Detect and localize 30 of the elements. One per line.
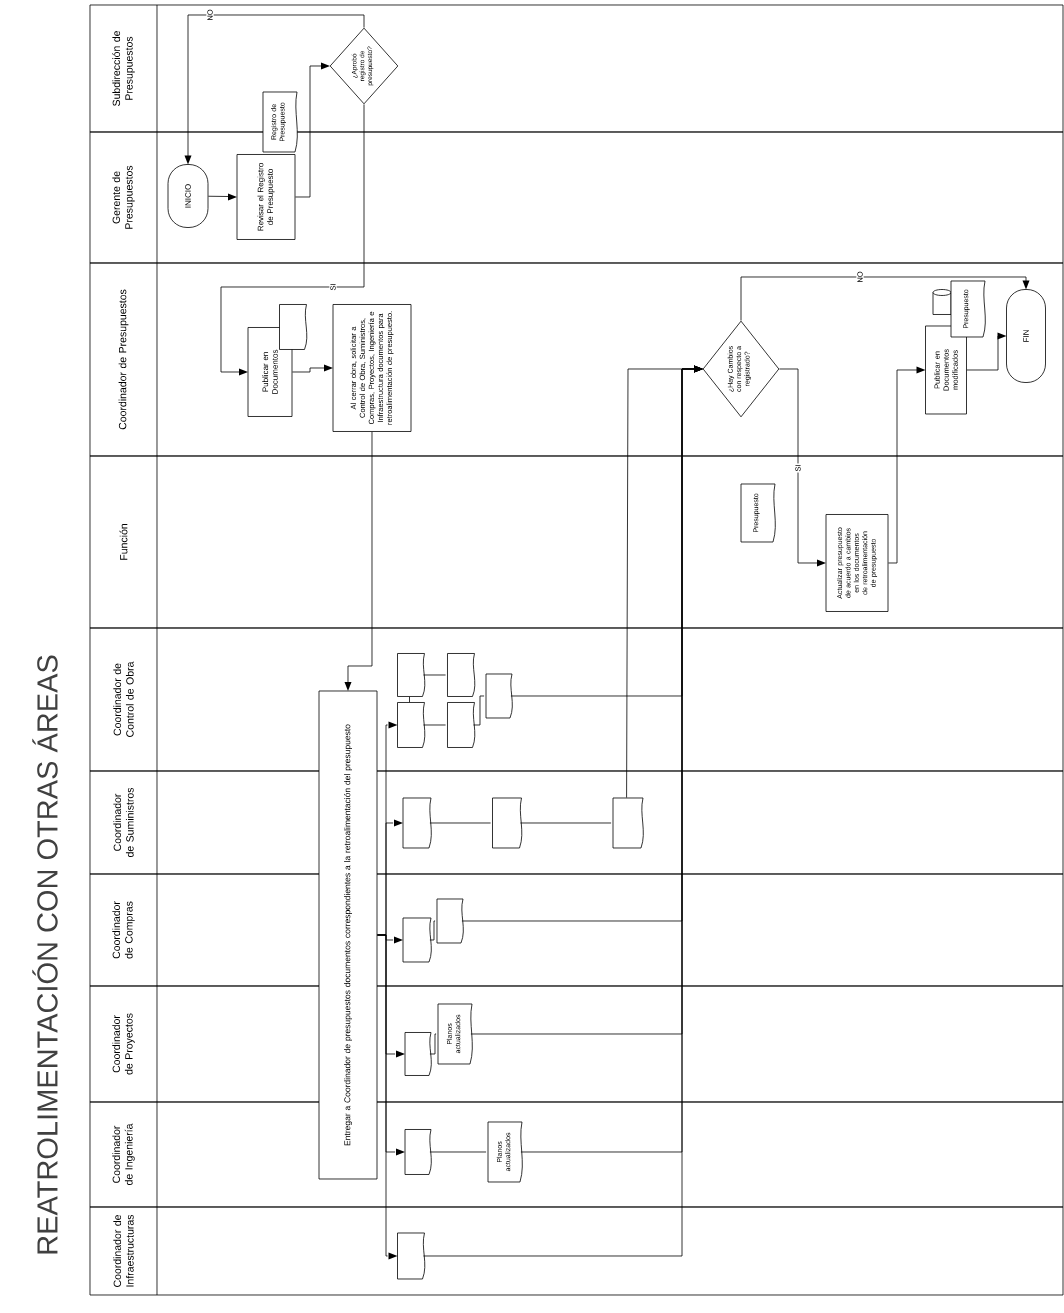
arrow <box>295 62 330 198</box>
document-shape <box>404 1032 432 1076</box>
document-shape <box>404 1129 432 1175</box>
document-shape <box>279 304 308 350</box>
document-shape <box>397 653 426 697</box>
arrow <box>779 368 826 567</box>
arrow <box>220 104 365 376</box>
document-shape <box>436 898 464 944</box>
document-shape <box>447 653 476 697</box>
title: REATROLIMENTACIÓN CON OTRAS ÁREAS <box>32 655 58 1254</box>
arrow <box>888 366 926 564</box>
arrow <box>423 365 703 1257</box>
arrow <box>208 193 237 201</box>
document-shape <box>447 702 476 748</box>
swimlane: Coordinador de Infraestructuras <box>89 1206 1064 1296</box>
document-shape <box>612 797 644 849</box>
document-shape <box>485 673 513 719</box>
arrow <box>184 14 365 165</box>
arrow <box>377 934 398 1260</box>
arrow <box>344 431 373 691</box>
document-shape <box>397 1232 426 1280</box>
arrow <box>966 332 1007 371</box>
database-cylinder <box>932 289 952 315</box>
document-shape <box>402 797 432 849</box>
process-box: Entregar a Coordinador de presupuestos documentos correspondientes a la retroalimentación del presupuesto <box>318 690 378 1180</box>
arrow <box>740 276 1030 321</box>
document-shape <box>397 702 426 748</box>
arrow <box>292 364 333 373</box>
document-shape <box>492 797 523 849</box>
document-shape <box>402 917 432 963</box>
